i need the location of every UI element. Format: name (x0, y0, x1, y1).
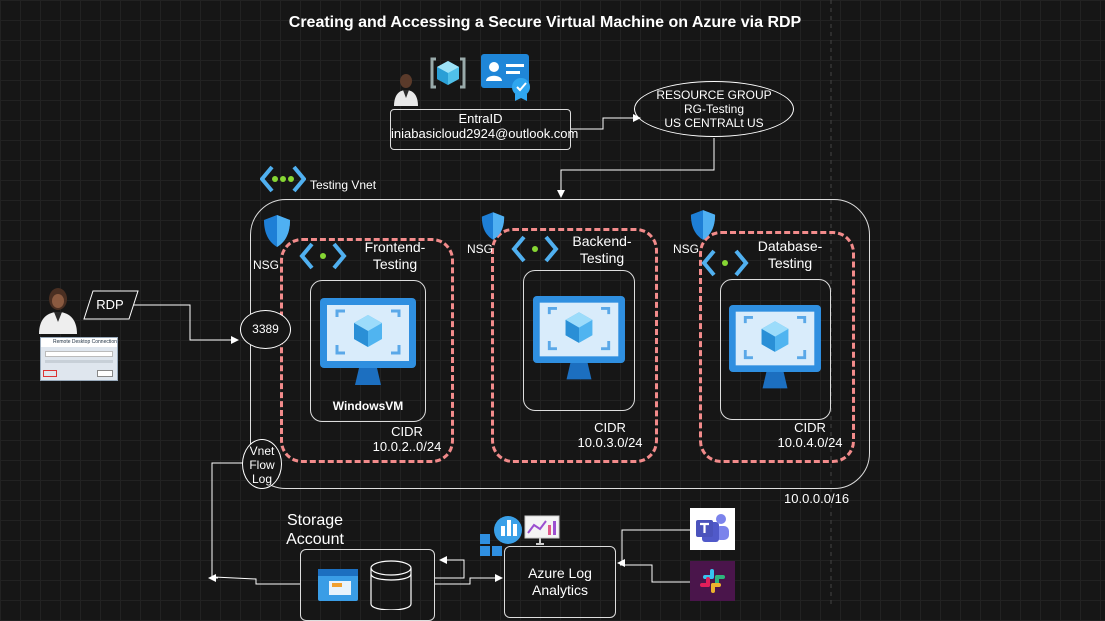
log-analytics-box: Azure Log Analytics (504, 546, 616, 618)
database-name-line2: Testing (767, 255, 813, 271)
frontend-name-line1: Frontend- (364, 239, 426, 255)
entra-id-label: EntraID (458, 111, 503, 126)
slack-icon (690, 561, 735, 601)
frontend-name-line2: Testing (372, 256, 418, 272)
log-analytics-line1: Azure Log (528, 565, 592, 581)
connector-lines (131, 0, 832, 608)
user-icon (37, 286, 79, 339)
cidr-label: CIDR (594, 420, 626, 435)
storage-account-box (300, 549, 435, 621)
resource-group-title: RESOURCE GROUP (656, 88, 772, 102)
virtual-machine-icon (530, 295, 628, 392)
backend-name-line2: Testing (579, 250, 625, 266)
subnet-vnet-icon (298, 241, 348, 276)
vnet-flow-log: Vnet Flow Log (242, 439, 282, 489)
frontend-subnet-name: Frontend- Testing (350, 239, 440, 273)
nsg-shield-icon (481, 211, 505, 246)
insights-icon (478, 514, 524, 565)
database-name-line1: Database- (757, 238, 823, 254)
rdp-label: RDP (96, 297, 124, 312)
cidr-label: CIDR (794, 420, 826, 435)
vnet-label: Testing Vnet (310, 178, 377, 192)
vnet-cidr: 10.0.0.0/16 (784, 491, 850, 506)
backend-name-line1: Backend- (572, 233, 632, 249)
flow-log-line3: Log (251, 472, 273, 486)
nsg-label: NSG (673, 242, 700, 256)
database-vm-box (720, 279, 831, 420)
remote-desktop-title: Remote Desktop Connection (41, 338, 117, 347)
nsg-shield-icon (263, 214, 291, 253)
resource-group-region: US CENTRALt US (664, 116, 764, 130)
subnet-vnet-icon (510, 234, 560, 269)
database-cidr: CIDR 10.0.4.0/24 (775, 420, 845, 450)
nsg-label: NSG (467, 242, 494, 256)
cidr-value: 10.0.3.0/24 (577, 435, 643, 450)
cidr-value: 10.0.2..0/24 (372, 439, 442, 454)
user-icon (392, 72, 420, 111)
rdp-port: 3389 (240, 310, 291, 349)
storage-label-line1: Storage (286, 512, 344, 529)
backend-subnet (491, 228, 658, 463)
backend-cidr: CIDR 10.0.3.0/24 (575, 420, 645, 450)
log-analytics-line2: Analytics (531, 582, 589, 598)
entra-id-email: iniabasicloud2924@outlook.com (391, 126, 579, 141)
frontend-subnet (280, 238, 454, 463)
vm-name: WindowsVM (332, 399, 404, 413)
nsg-shield-icon (690, 209, 716, 246)
analytics-dashboard-icon (524, 515, 560, 550)
cidr-label: CIDR (391, 424, 423, 439)
database-subnet-name: Database- Testing (742, 238, 838, 272)
resource-group-name: RG-Testing (683, 102, 745, 116)
frontend-cidr: CIDR 10.0.2..0/24 (372, 424, 442, 454)
database-subnet (699, 231, 855, 463)
storage-blob-icon (317, 568, 359, 607)
frontend-vm-box: WindowsVM (310, 280, 426, 422)
flow-log-line1: Vnet (249, 444, 275, 458)
storage-account-label: Storage Account (272, 511, 358, 549)
resource-group-ellipse: RESOURCE GROUP RG-Testing US CENTRALt US (634, 81, 794, 137)
cidr-value: 10.0.4.0/24 (777, 435, 843, 450)
storage-label-line2: Account (286, 531, 344, 548)
backend-vm-box (523, 270, 635, 411)
database-cylinder-icon (370, 560, 412, 615)
virtual-machine-icon (319, 297, 417, 398)
remote-desktop-window: Remote Desktop Connection (40, 337, 118, 381)
verified-id-icon (480, 53, 532, 106)
nsg-label: NSG (253, 258, 280, 272)
rdp-shape: RDP (83, 290, 139, 320)
teams-icon (690, 508, 735, 550)
entra-id-box: EntraID iniabasicloud2924@outlook.com (390, 109, 579, 150)
flow-log-line2: Flow (249, 458, 275, 472)
diagram-title: Creating and Accessing a Secure Virtual … (288, 14, 802, 31)
backend-subnet-name: Backend- Testing (557, 233, 647, 267)
virtual-machine-icon (726, 304, 824, 401)
entra-id-icon (430, 57, 466, 94)
vnet-icon (259, 164, 307, 199)
subnet-vnet-icon (700, 248, 750, 283)
